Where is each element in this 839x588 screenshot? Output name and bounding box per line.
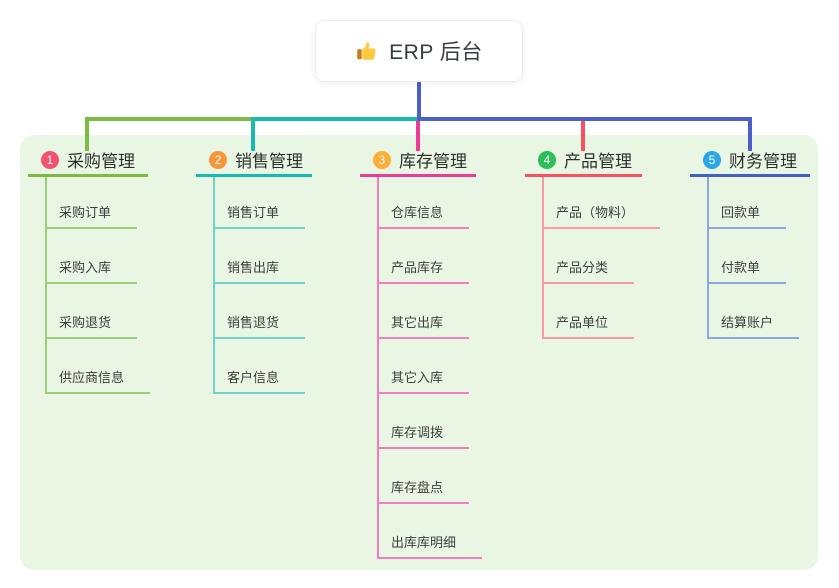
branch-item-label: 回款单: [709, 202, 787, 229]
branch-item[interactable]: 出库库明细: [379, 504, 483, 559]
branch-item-label: 采购退货: [47, 312, 138, 339]
root-label: ERP 后台: [389, 41, 483, 64]
branch-item-label: 销售退货: [215, 312, 306, 339]
branch-item-label: 供应商信息: [47, 367, 151, 394]
branch-3: 3 库存管理 仓库信息 产品库存 其它出库 其它入库 库存调拨 库存盘点 出库库…: [360, 145, 483, 559]
branch-item-list: 仓库信息 产品库存 其它出库 其它入库 库存调拨 库存盘点 出库库明细: [377, 177, 483, 559]
branch-label: 销售管理: [235, 152, 303, 171]
branch-item-label: 采购订单: [47, 202, 138, 229]
branch-item-list: 销售订单 销售出库 销售退货 客户信息: [213, 177, 306, 394]
branch-index-badge: 1: [41, 150, 59, 169]
branch-item-list: 产品（物料） 产品分类 产品单位: [542, 177, 661, 339]
branch-index-badge: 5: [703, 150, 721, 169]
branch-item-label: 产品库存: [379, 257, 470, 284]
branch-item[interactable]: 回款单: [709, 177, 799, 229]
branch-item-label: 付款单: [709, 257, 787, 284]
branch-item[interactable]: 库存盘点: [379, 449, 482, 504]
branch-item[interactable]: 销售出库: [215, 229, 306, 284]
branch-item-label: 产品分类: [544, 257, 635, 284]
branch-label: 库存管理: [399, 152, 467, 171]
branch-index-badge: 2: [209, 150, 227, 169]
branch-item[interactable]: 付款单: [709, 229, 799, 284]
branch-1: 1 采购管理 采购订单 采购入库 采购退货 供应商信息: [28, 145, 151, 394]
branch-item[interactable]: 供应商信息: [47, 339, 151, 394]
thumbs-up-icon: [355, 39, 379, 63]
branch-item-label: 其它入库: [379, 367, 470, 394]
branch-item-label: 采购入库: [47, 257, 138, 284]
branches-panel: [20, 135, 818, 570]
branch-item-label: 销售订单: [215, 202, 306, 229]
branch-4: 4 产品管理 产品（物料） 产品分类 产品单位: [525, 145, 661, 339]
connector-line: [85, 117, 253, 121]
branch-item[interactable]: 其它入库: [379, 339, 482, 394]
connector-line: [748, 117, 752, 151]
branch-item-label: 其它出库: [379, 312, 470, 339]
connector-line: [417, 117, 752, 121]
connector-line: [417, 82, 421, 121]
root-node[interactable]: ERP 后台: [315, 20, 523, 82]
branch-title[interactable]: 2 销售管理: [196, 145, 312, 177]
branch-item[interactable]: 销售退货: [215, 284, 306, 339]
branch-item-label: 库存盘点: [379, 477, 470, 504]
connector-line: [251, 117, 255, 151]
branch-item-label: 结算账户: [709, 312, 800, 339]
branch-item[interactable]: 库存调拨: [379, 394, 482, 449]
branch-item-label: 产品单位: [544, 312, 635, 339]
branch-title[interactable]: 1 采购管理: [28, 145, 148, 177]
branch-item[interactable]: 产品库存: [379, 229, 482, 284]
branch-item[interactable]: 客户信息: [215, 339, 306, 394]
branch-item[interactable]: 仓库信息: [379, 177, 482, 229]
branch-label: 采购管理: [67, 152, 135, 171]
branch-item[interactable]: 采购入库: [47, 229, 150, 284]
branch-item-label: 客户信息: [215, 367, 306, 394]
branch-label: 财务管理: [729, 152, 797, 171]
branch-item[interactable]: 采购订单: [47, 177, 150, 229]
branch-item[interactable]: 采购退货: [47, 284, 150, 339]
branch-item-label: 出库库明细: [379, 532, 483, 559]
branch-item[interactable]: 产品分类: [544, 229, 660, 284]
branch-index-badge: 4: [538, 150, 556, 169]
branch-item-list: 采购订单 采购入库 采购退货 供应商信息: [45, 177, 151, 394]
branch-index-badge: 3: [373, 150, 391, 169]
branch-5: 5 财务管理 回款单 付款单 结算账户: [690, 145, 810, 339]
branch-item-label: 仓库信息: [379, 202, 470, 229]
branch-label: 产品管理: [564, 152, 632, 171]
connector-line: [416, 121, 420, 151]
branch-title[interactable]: 3 库存管理: [360, 145, 476, 177]
branch-2: 2 销售管理 销售订单 销售出库 销售退货 客户信息: [196, 145, 312, 394]
branch-item[interactable]: 产品单位: [544, 284, 660, 339]
branch-item[interactable]: 其它出库: [379, 284, 482, 339]
connector-line: [85, 117, 89, 151]
branch-item-label: 销售出库: [215, 257, 306, 284]
connector-line: [251, 117, 421, 121]
branch-item-label: 产品（物料）: [544, 202, 661, 229]
branch-item[interactable]: 产品（物料）: [544, 177, 661, 229]
connector-line: [581, 121, 585, 151]
branch-item[interactable]: 销售订单: [215, 177, 306, 229]
branch-item-list: 回款单 付款单 结算账户: [707, 177, 800, 339]
branch-title[interactable]: 4 产品管理: [525, 145, 642, 177]
branch-item[interactable]: 结算账户: [709, 284, 800, 339]
branch-item-label: 库存调拨: [379, 422, 470, 449]
branch-title[interactable]: 5 财务管理: [690, 145, 810, 177]
